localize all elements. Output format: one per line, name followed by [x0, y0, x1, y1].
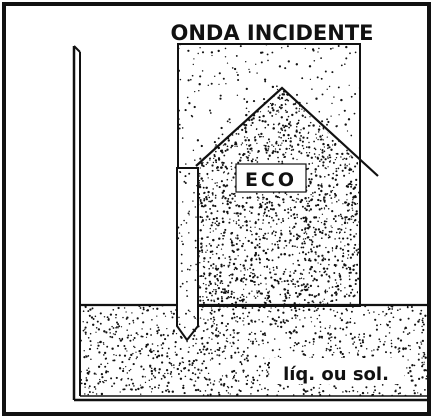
echo-label: ECO — [245, 169, 297, 191]
probe — [176, 167, 199, 342]
echo-region — [196, 88, 358, 306]
vessel-left-wall — [72, 45, 81, 400]
reflected-wavefront — [195, 86, 379, 177]
vessel-bottom — [74, 395, 430, 402]
incident-wave-label: ONDA INCIDENTE — [170, 21, 373, 45]
medium-label: líq. ou sol. — [283, 364, 389, 385]
echo-label-box: ECO — [235, 163, 307, 193]
medium-label-box: líq. ou sol. — [270, 358, 404, 385]
